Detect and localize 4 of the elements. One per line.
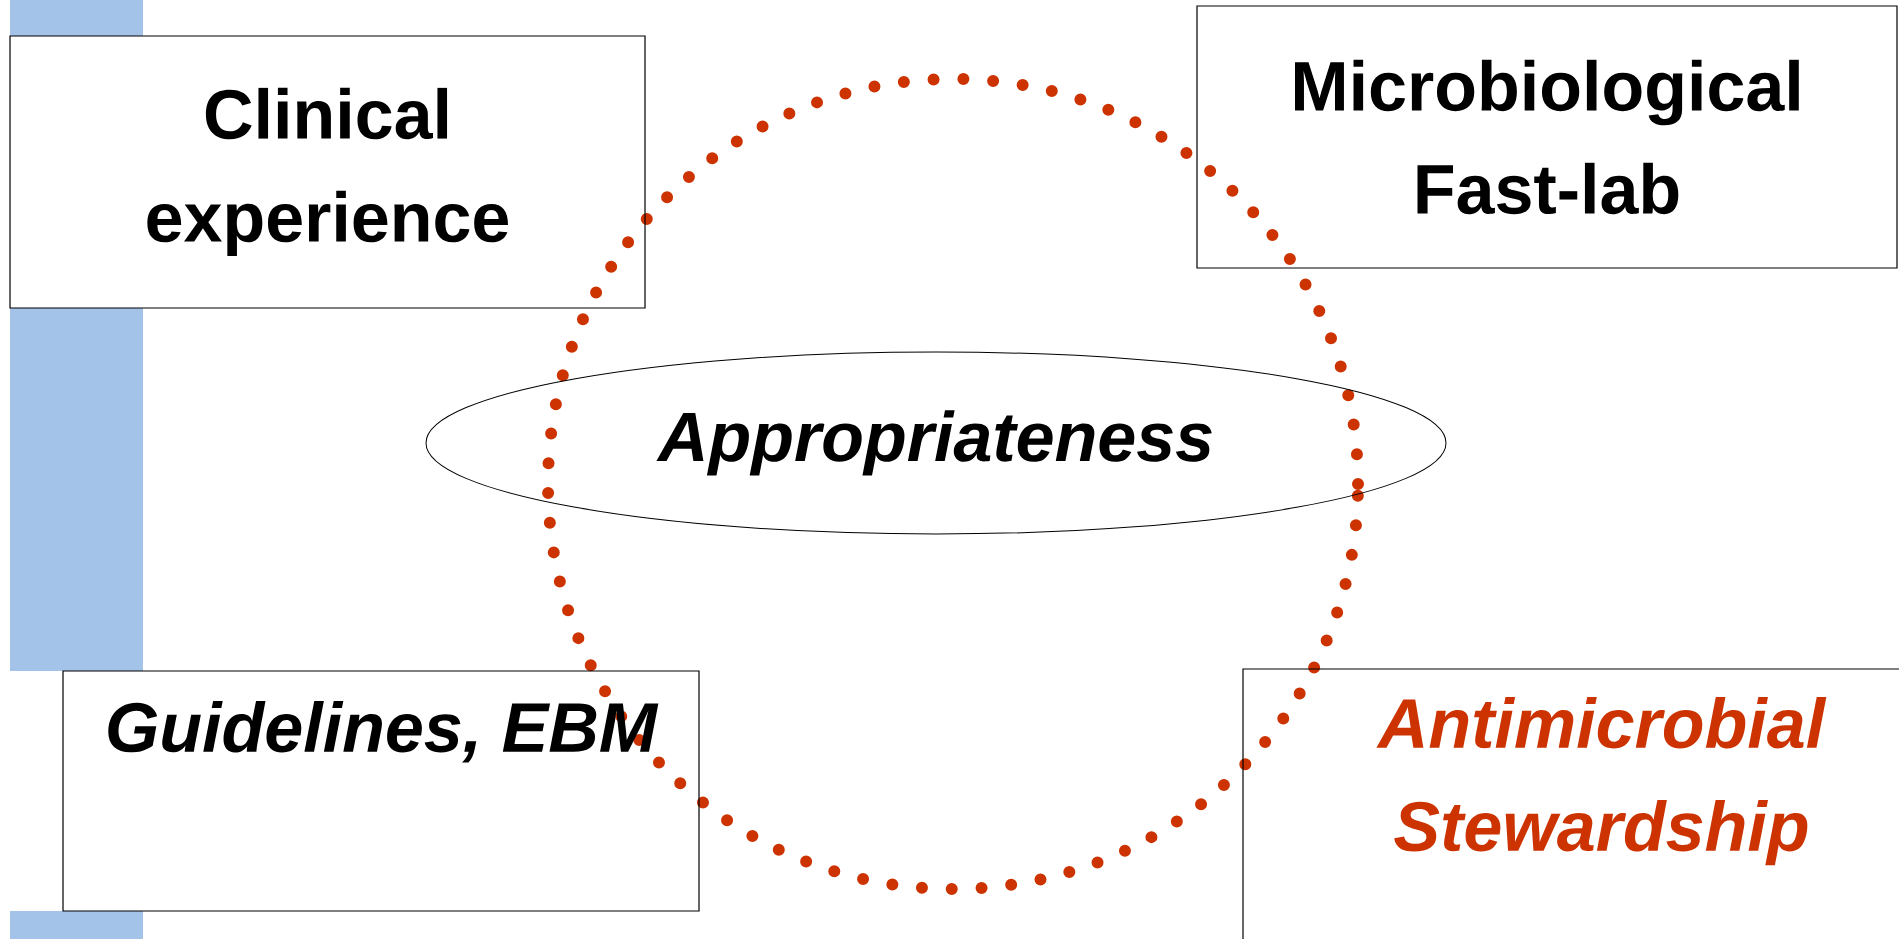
text-box: Antimicrobial Stewardship [1242, 668, 1899, 939]
text-box: Clinical experience [9, 35, 646, 309]
text-box: Guidelines, EBM [62, 670, 700, 912]
text-box: Microbiological Fast-lab [1196, 5, 1898, 269]
